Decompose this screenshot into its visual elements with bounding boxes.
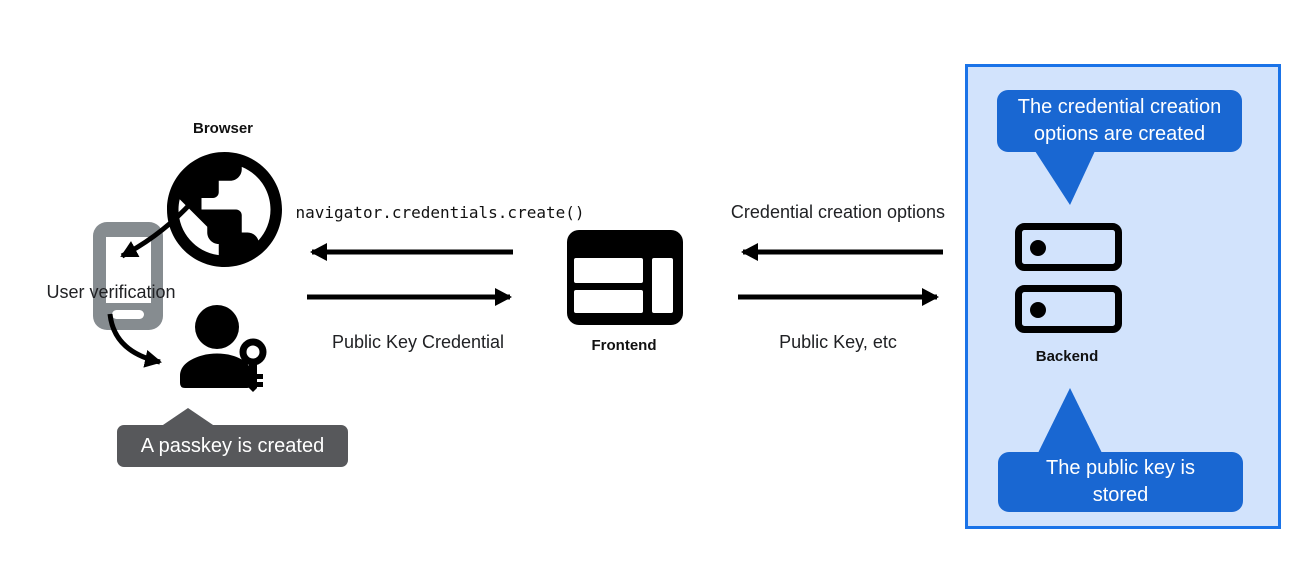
person-key-icon — [178, 303, 272, 393]
bottom-bubble-line2: stored — [1092, 484, 1149, 506]
frontend-label: Frontend — [591, 337, 657, 354]
navigator-credentials-create-label: navigator.credentials.create() — [295, 203, 585, 222]
credential-creation-options-label: Credential creation options — [730, 202, 946, 222]
browser-label: Browser — [192, 120, 254, 137]
globe-icon — [167, 152, 282, 267]
smartphone-icon — [93, 222, 163, 330]
bottom-bubble-line1: The public key is — [1046, 457, 1195, 479]
user-verification-label: User verification — [46, 282, 176, 302]
backend-label: Backend — [1035, 348, 1099, 365]
top-bubble-line2: options are created — [1033, 123, 1206, 145]
public-key-credential-label: Public Key Credential — [331, 332, 505, 352]
backend-panel: The credential creation options are crea… — [965, 64, 1281, 529]
top-bubble-tail — [1035, 151, 1095, 205]
server-icon — [1015, 223, 1122, 333]
passkey-tooltip-text: A passkey is created — [140, 435, 325, 457]
bottom-bubble: The public key is stored — [998, 452, 1243, 512]
bottom-bubble-tail — [1038, 388, 1102, 453]
passkey-tooltip: A passkey is created — [117, 425, 348, 467]
top-bubble: The credential creation options are crea… — [997, 90, 1242, 152]
public-key-etc-label: Public Key, etc — [779, 332, 897, 352]
top-bubble-line1: The credential creation — [1017, 96, 1222, 118]
browser-window-icon — [567, 230, 683, 325]
passkey-tooltip-tail — [160, 408, 216, 427]
